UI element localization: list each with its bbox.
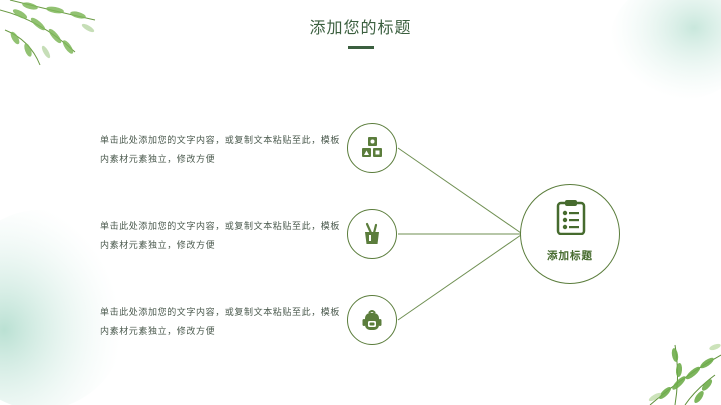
clipboard-checklist-icon — [556, 200, 586, 235]
center-label[interactable]: 添加标题 — [547, 250, 593, 262]
item-node-3[interactable] — [347, 295, 397, 345]
pencil-cup-icon — [365, 222, 379, 244]
title-underline — [348, 46, 374, 49]
item-text-3[interactable]: 单击此处添加您的文字内容，或复制文本粘贴至此，模板内素材元素独立，修改方便 — [100, 308, 341, 337]
item-node-1[interactable] — [347, 123, 397, 173]
item-text-1[interactable]: 单击此处添加您的文字内容，或复制文本粘贴至此，模板内素材元素独立，修改方便 — [100, 136, 341, 165]
center-node[interactable]: 添加标题 — [520, 184, 620, 284]
item-node-2[interactable] — [347, 209, 397, 259]
slide-title[interactable]: 添加您的标题 — [309, 18, 412, 37]
shapes-blocks-icon — [362, 137, 382, 157]
backpack-icon — [362, 310, 382, 330]
item-text-2[interactable]: 单击此处添加您的文字内容，或复制文本粘贴至此，模板内素材元素独立，修改方便 — [100, 222, 341, 251]
